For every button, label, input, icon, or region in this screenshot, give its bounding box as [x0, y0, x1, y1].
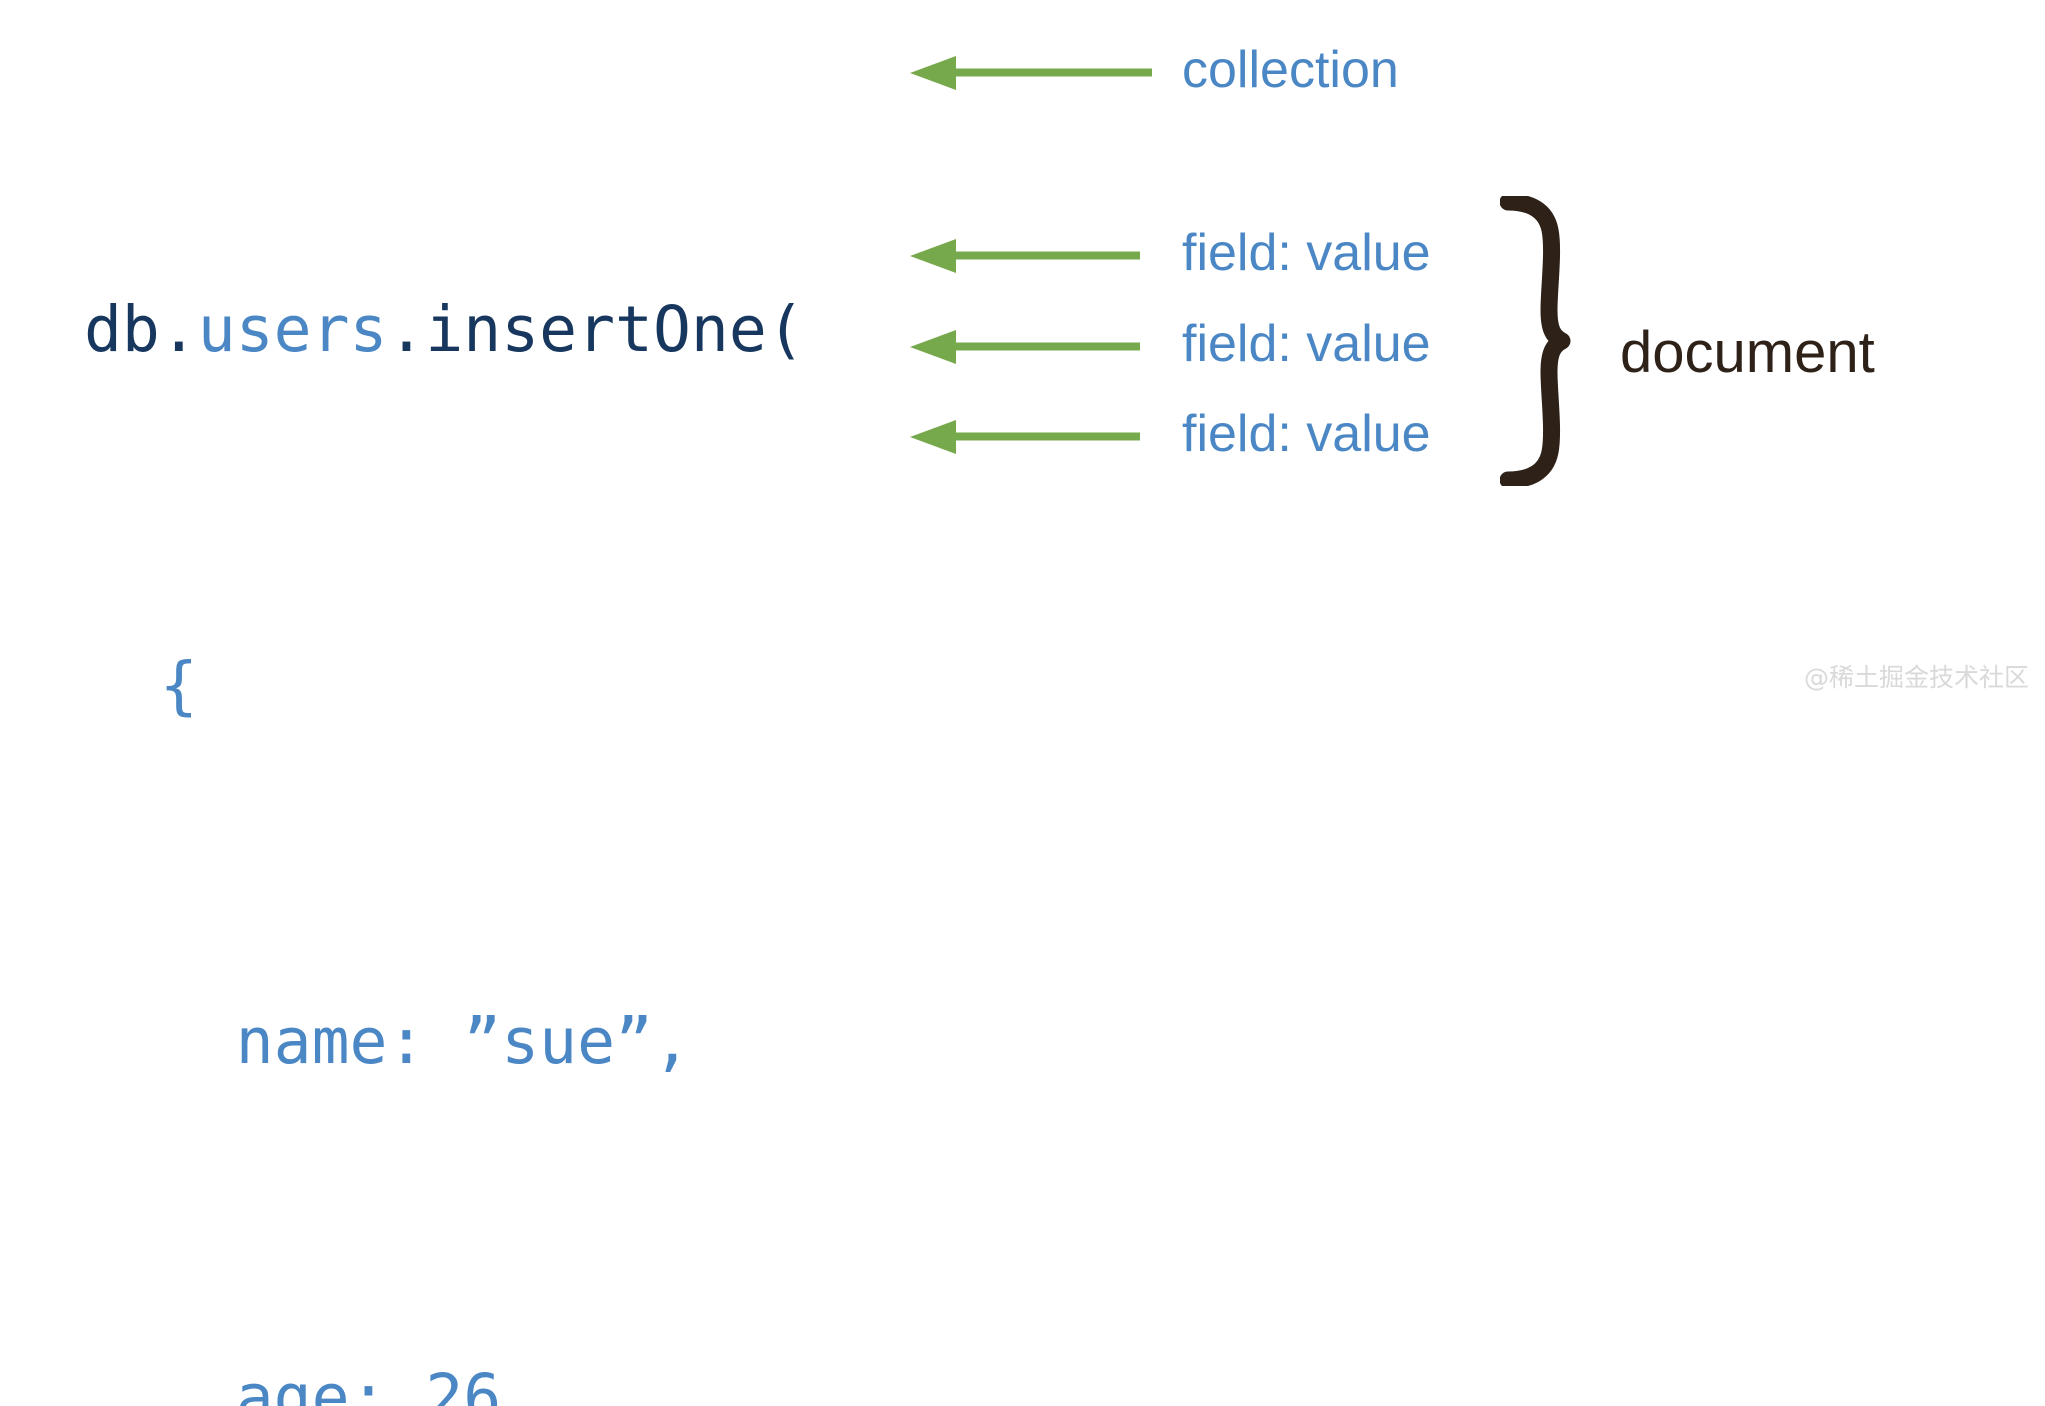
label-document: document [1620, 320, 1875, 385]
code-line-age: age: 26, [84, 1353, 881, 1406]
arrow-to-field-status [910, 420, 1140, 454]
document-brace-group [1499, 193, 1620, 491]
arrow-to-collection [910, 56, 1152, 90]
arrow-to-field-age [910, 330, 1140, 364]
label-field-value-age: field: value [1182, 315, 1431, 373]
curly-brace-icon [1499, 193, 1571, 489]
code-token-db: db. [84, 293, 198, 366]
label-field-value-status: field: value [1182, 405, 1431, 463]
arrow-to-field-name [910, 239, 1140, 273]
code-token-collection-name: users [197, 293, 388, 366]
code-token-open-brace: { [84, 649, 198, 722]
code-line-command: db.users.insertOne( [84, 285, 881, 374]
code-line-name: name: ”sue”, [84, 997, 881, 1086]
code-line-open-brace: { [84, 641, 881, 730]
code-block: db.users.insertOne( { name: ”sue”, age: … [84, 18, 881, 1406]
label-collection: collection [1182, 41, 1399, 99]
watermark: @稀土掘金技术社区 [1803, 663, 2029, 692]
code-token-field-age: age: 26, [84, 1361, 540, 1406]
code-token-field-name: name: ”sue”, [84, 1005, 691, 1078]
label-field-value-name: field: value [1182, 224, 1431, 282]
diagram-canvas: db.users.insertOne( { name: ”sue”, age: … [84, 41, 2029, 1406]
code-token-insertone: .insertOne( [387, 293, 805, 366]
